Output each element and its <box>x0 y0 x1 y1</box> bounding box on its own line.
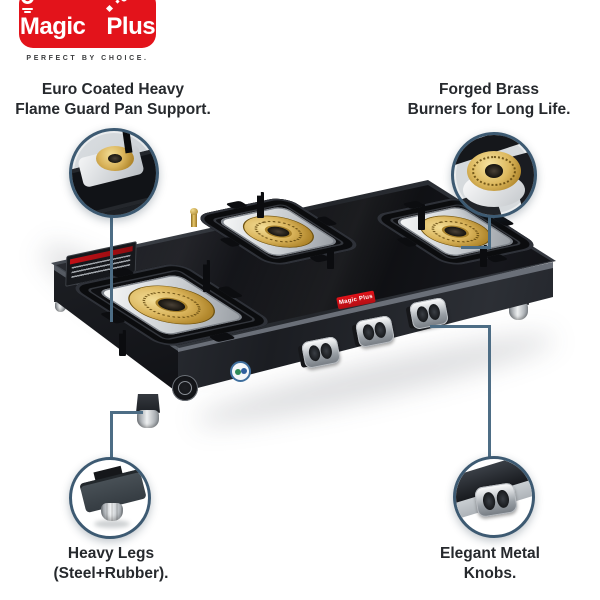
feature-label-pan-support: Euro Coated Heavy Flame Guard Pan Suppor… <box>8 80 218 120</box>
feature-burners-line2: Burners for Long Life. <box>407 101 571 118</box>
brand-name-part1: Magic <box>19 13 86 40</box>
callout-line-pan-support <box>110 216 113 322</box>
callout-line-knobs-tick <box>430 325 491 328</box>
callout-circle-knob <box>453 456 535 538</box>
callout-circle-leg <box>69 457 151 539</box>
control-knob-2 <box>354 314 396 349</box>
feature-legs-line1: Heavy Legs <box>67 545 155 562</box>
burner-line-1 <box>22 8 33 10</box>
flame-guard-fin <box>257 192 264 218</box>
zoom-leg-shadow <box>94 520 130 528</box>
callout-line-legs-tick <box>110 411 143 414</box>
stove-leg-front-left <box>136 394 160 428</box>
brand-name-part2: Plus <box>106 13 156 40</box>
gas-inlet-valve <box>190 208 198 227</box>
feature-legs-line2: (Steel+Rubber). <box>53 565 169 582</box>
feature-label-heavy-legs: Heavy Legs (Steel+Rubber). <box>6 544 216 584</box>
burner-line-2 <box>24 11 31 13</box>
control-knob-1 <box>300 335 342 370</box>
isi-badge <box>172 375 198 401</box>
flame-guard-fin <box>119 330 126 356</box>
leg-bracket <box>136 394 160 413</box>
callout-circle-pan-support <box>69 128 159 218</box>
leg-foot <box>54 300 67 312</box>
certification-badge <box>230 361 251 382</box>
callout-line-burners-tick <box>461 246 491 249</box>
feature-burners-line1: Forged Brass <box>439 81 539 98</box>
zoom-leg-foot <box>101 503 123 521</box>
feature-label-metal-knobs: Elegant Metal Knobs. <box>385 544 595 584</box>
callout-line-burners <box>488 215 491 249</box>
zoom-knob-cap <box>473 482 519 518</box>
leg-foot <box>137 410 159 428</box>
flame-icon <box>18 0 104 41</box>
sparkle-icon <box>105 4 114 13</box>
feature-pan-support-line1: Euro Coated Heavy <box>41 81 185 98</box>
flame-guard-fin <box>203 260 210 292</box>
feature-knobs-line1: Elegant Metal <box>440 545 540 562</box>
flame-shape <box>18 0 37 7</box>
feature-knobs-line2: Knobs. <box>463 565 517 582</box>
brand-tagline: PERFECT BY CHOICE. <box>26 55 149 62</box>
zoom-brass-burner <box>467 151 521 191</box>
flame-guard-fin <box>418 204 425 230</box>
flame-guard-fin <box>480 245 487 267</box>
zoom-metal-knob <box>473 482 519 518</box>
callout-line-legs <box>110 411 113 459</box>
callout-circle-brass-burner <box>451 132 537 218</box>
sparkle-icon <box>115 0 120 4</box>
callout-line-knobs <box>488 325 491 459</box>
feature-pan-support-line2: Flame Guard Pan Support. <box>15 101 211 118</box>
flame-guard-fin <box>327 247 334 269</box>
feature-label-brass-burners: Forged Brass Burners for Long Life. <box>384 80 594 120</box>
brand-logo: Magic Plus <box>18 0 156 48</box>
